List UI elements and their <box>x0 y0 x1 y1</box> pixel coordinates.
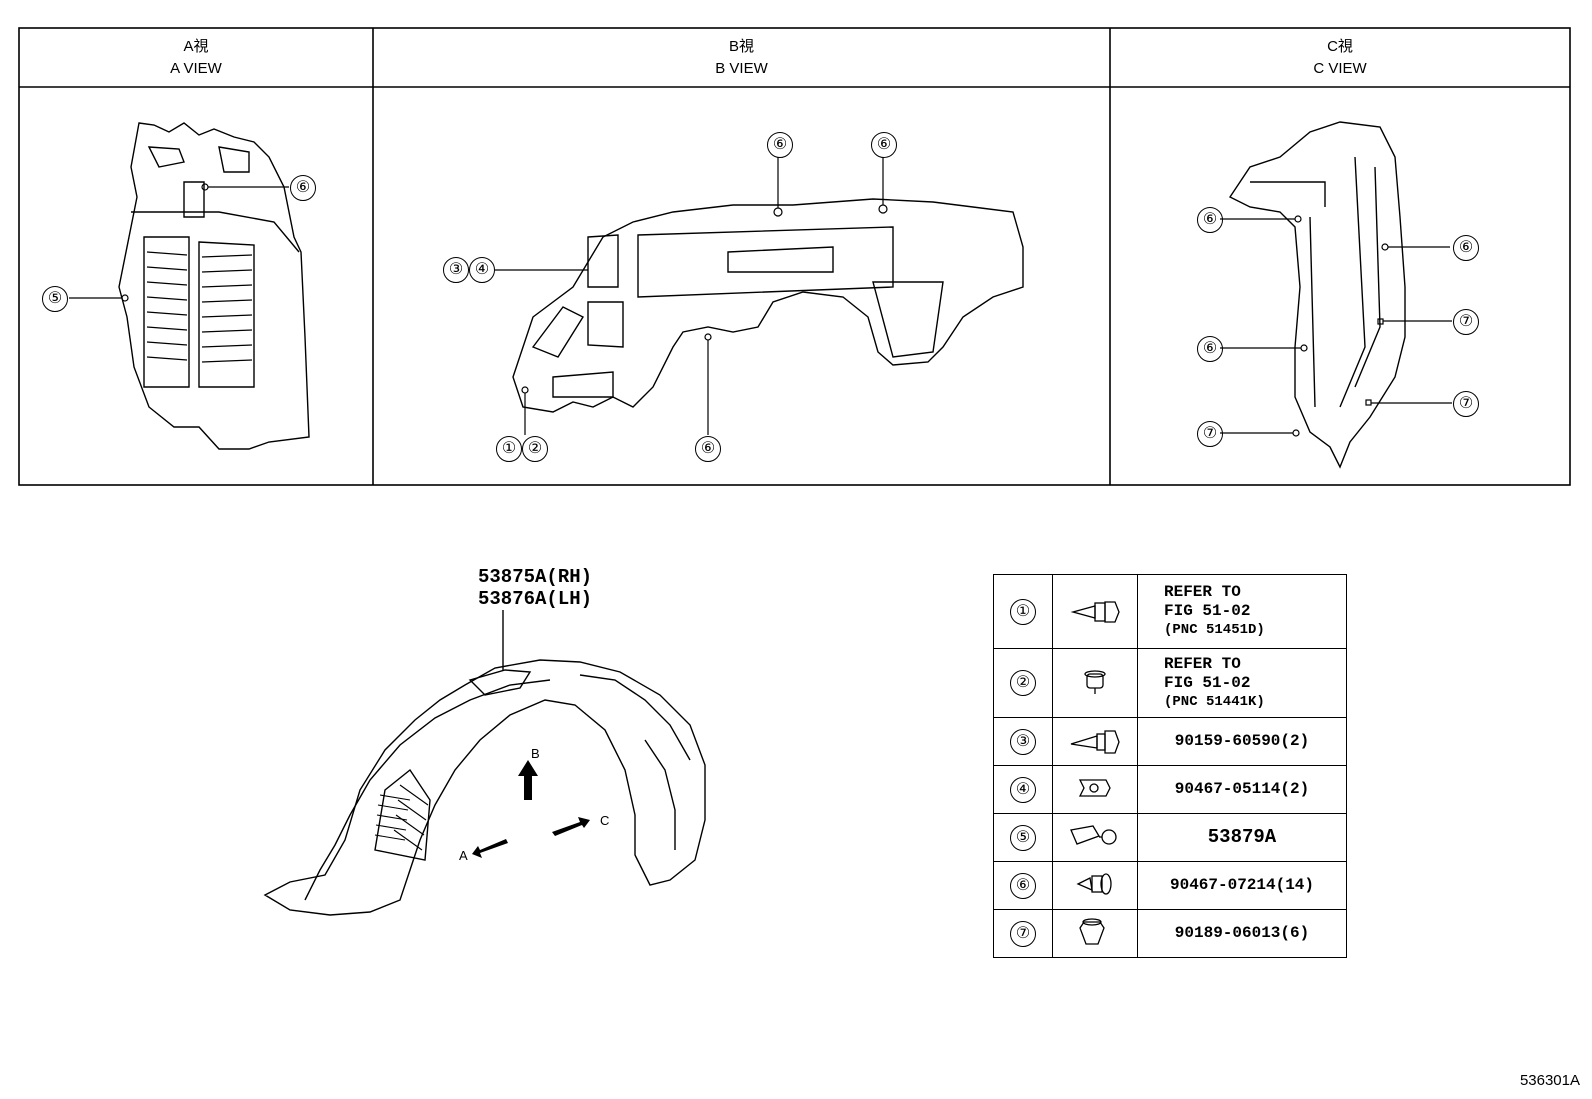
legend-text: 90159-60590(2) <box>1137 717 1347 766</box>
view-b-drawing <box>495 157 1024 435</box>
legend-row: ⑦ 90189-06013(6) <box>993 909 1347 958</box>
view-a-en: A VIEW <box>170 60 222 77</box>
view-c-header: C視 C VIEW <box>1110 36 1570 80</box>
legend-text: 90467-07214(14) <box>1137 861 1347 910</box>
legend-line3: (PNC 51441K) <box>1164 693 1265 710</box>
view-c-jp: C視 <box>1327 38 1353 55</box>
part-number-lh: 53876A(LH) <box>478 588 593 610</box>
legend-line3: (PNC 51451D) <box>1164 622 1265 638</box>
arrow-c-label: C <box>600 813 610 828</box>
arrow-b-label: B <box>531 746 540 761</box>
legend-num: ④ <box>1010 776 1036 803</box>
view-arrow-b-icon <box>518 760 538 800</box>
view-c-en: C VIEW <box>1313 60 1367 77</box>
legend-text: 53879A <box>1137 813 1347 862</box>
u-nut-icon <box>1078 779 1111 797</box>
view-arrow-c-icon <box>552 817 590 836</box>
screw-icon <box>1070 730 1120 754</box>
callout-6-c2: ⑥ <box>1197 336 1223 362</box>
callout-3-b: ③ <box>443 257 469 283</box>
callout-7-c3: ⑦ <box>1453 391 1479 417</box>
legend-num: ⑥ <box>1010 872 1036 899</box>
legend-line1: REFER TO <box>1164 654 1241 673</box>
view-a-header: A視 A VIEW <box>19 36 373 80</box>
view-b-jp: B視 <box>728 38 754 55</box>
part-number-label: 53875A(RH) 53876A(LH) <box>478 566 592 610</box>
legend-num: ② <box>1010 670 1036 696</box>
legend-row: ⑤ 53879A <box>993 813 1347 862</box>
clip-nut-icon <box>1084 669 1106 694</box>
callout-6-c1: ⑥ <box>1197 207 1223 233</box>
callout-4-b: ④ <box>469 257 495 283</box>
legend-row: ⑥ 90467-07214(14) <box>993 861 1347 910</box>
legend-num: ⑦ <box>1010 920 1036 947</box>
legend-row: ② REFER TO FIG 51-02 (PNC 51441K) <box>993 648 1347 718</box>
tapping-screw-icon <box>1070 601 1120 623</box>
callout-6-b2: ⑥ <box>871 132 897 158</box>
legend-num: ⑤ <box>1010 824 1036 851</box>
callout-1-b: ① <box>496 436 522 462</box>
arrow-a-label: A <box>459 848 468 863</box>
view-b-en: B VIEW <box>715 60 768 77</box>
callout-6-b3: ⑥ <box>695 436 721 462</box>
view-c-drawing <box>1220 121 1452 469</box>
callout-6-b1: ⑥ <box>767 132 793 158</box>
callout-2-b: ② <box>522 436 548 462</box>
view-b-header: B視 B VIEW <box>373 36 1110 80</box>
push-clip-icon <box>1076 873 1112 895</box>
legend-row: ④ 90467-05114(2) <box>993 765 1347 814</box>
legend-line1: REFER TO <box>1164 583 1241 601</box>
callout-7-c2: ⑦ <box>1453 309 1479 335</box>
legend-num: ③ <box>1010 728 1036 755</box>
view-a-drawing <box>69 122 310 450</box>
legend-row: ③ 90159-60590(2) <box>993 717 1347 766</box>
figure-id: 536301A <box>1519 1072 1580 1089</box>
legend-line2: FIG 51-02 <box>1164 673 1251 692</box>
legend-text: 90189-06013(6) <box>1137 909 1347 958</box>
callout-6-a: ⑥ <box>290 175 316 201</box>
grommet-icon <box>1079 918 1105 945</box>
legend-text: 90467-05114(2) <box>1137 765 1347 814</box>
callout-5-a: ⑤ <box>42 286 68 312</box>
view-arrow-a-icon <box>472 839 508 858</box>
callout-6-c3: ⑥ <box>1453 235 1479 261</box>
view-a-jp: A視 <box>183 38 209 55</box>
fastener-legend-table: ① REFER TO FIG 51-02 (PNC 51451D) ② REFE… <box>993 574 1347 958</box>
bracket-clip-icon <box>1070 825 1117 845</box>
legend-row: ① REFER TO FIG 51-02 (PNC 51451D) <box>993 574 1347 649</box>
callout-7-c1: ⑦ <box>1197 421 1223 447</box>
part-number-rh: 53875A(RH) <box>478 566 593 588</box>
legend-line2: FIG 51-02 <box>1164 602 1251 620</box>
legend-num: ① <box>1010 598 1036 625</box>
views-frame <box>18 27 1571 486</box>
fender-liner-drawing <box>263 610 706 916</box>
